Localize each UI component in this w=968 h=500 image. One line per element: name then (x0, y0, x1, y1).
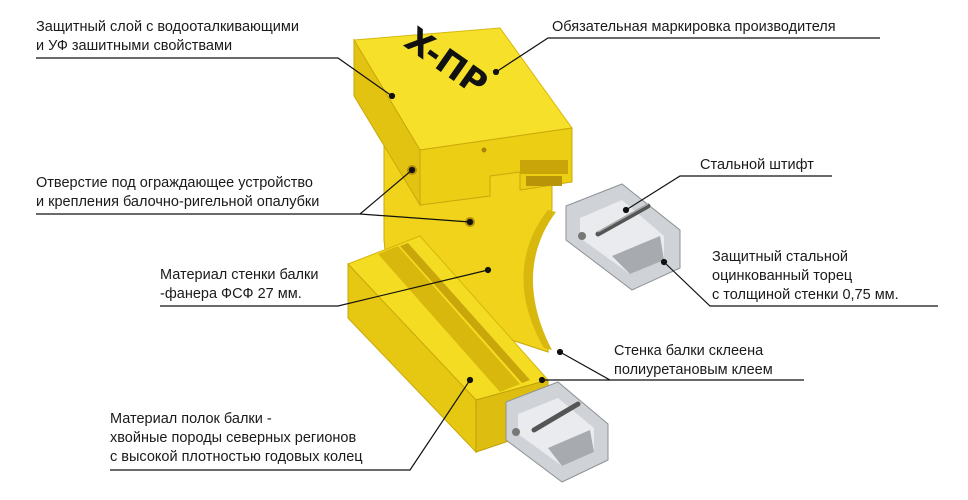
upper-groove-inner (526, 176, 562, 186)
label-end-cap-line1: Защитный стальной (712, 249, 849, 265)
label-mounting-hole: Отверстие под ограждающее устройство и к… (36, 174, 319, 212)
label-end-cap-line2: оцинкованный торец (712, 268, 853, 284)
lower-flange-groove-2 (400, 243, 530, 383)
leader-flange-material (110, 379, 471, 471)
label-end-cap: Защитный стальной оцинкованный торец с т… (712, 248, 899, 305)
label-flange-material-line3: с высокой плотностью годовых колец (110, 449, 363, 465)
label-flange-material-line2: хвойные породы северных регионов (110, 430, 357, 446)
label-end-cap-line3: с толщиной стенки 0,75 мм. (712, 287, 899, 303)
label-flange-material-line1: Материал полок балки - (110, 411, 272, 427)
leader-web-material (160, 269, 489, 307)
leader-lines (36, 37, 938, 471)
label-steel-pin: Стальной штифт (700, 156, 814, 175)
label-glue-line2: полиуретановым клеем (614, 362, 773, 378)
label-manufacturer-marking: Обязательная маркировка производителя (552, 18, 836, 37)
label-steel-pin-line1: Стальной штифт (700, 157, 814, 173)
lower-end-cap (505, 381, 609, 483)
label-web-material-line1: Материал стенки балки (160, 267, 319, 283)
label-web-material-line2: -фанера ФСФ 27 мм. (160, 286, 302, 302)
label-protective-layer-line2: и УФ зашитными свойствами (36, 38, 233, 54)
leader-manufacturer (495, 37, 880, 73)
leader-end-cap (663, 261, 938, 307)
label-protective-layer-line1: Защитный слой с водооталкивающими (36, 19, 299, 35)
label-web-material: Материал стенки балки -фанера ФСФ 27 мм. (160, 266, 318, 304)
lower-flange-groove-1 (378, 246, 520, 392)
lower-flange (347, 235, 549, 454)
leader-steel-pin (625, 175, 832, 211)
upper-groove (520, 160, 568, 174)
upper-end-cap (565, 183, 681, 291)
label-glue-line1: Стенка балки склеена (614, 343, 764, 359)
leader-mounting-hole-2 (359, 213, 471, 223)
label-protective-layer: Защитный слой с водооталкивающими и УФ з… (36, 18, 299, 56)
label-flange-material: Материал полок балки - хвойные породы се… (110, 410, 363, 467)
small-hole (481, 147, 487, 153)
web-plate-edge (523, 210, 556, 350)
label-manufacturer-marking-line1: Обязательная маркировка производителя (552, 19, 836, 35)
leader-protective-layer (36, 57, 393, 97)
label-mounting-hole-line2: и крепления балочно-ригельной опалубки (36, 194, 320, 210)
label-mounting-hole-line1: Отверстие под ограждающее устройство (36, 175, 313, 191)
label-glue: Стенка балки склеена полиуретановым клее… (614, 342, 773, 380)
